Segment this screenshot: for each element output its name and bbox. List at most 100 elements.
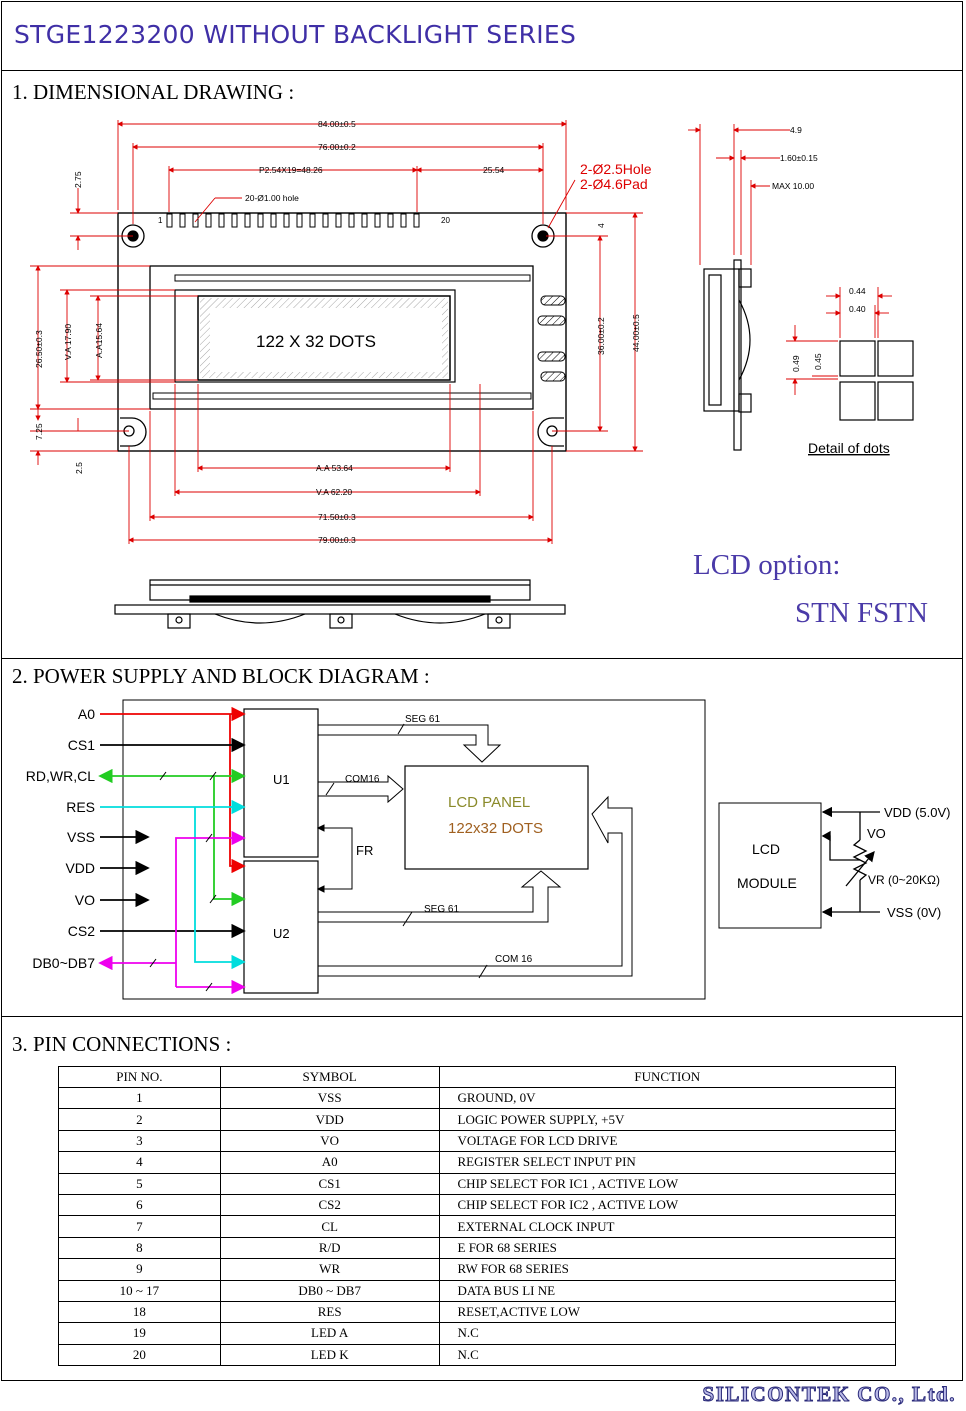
pin-function: RESET,ACTIVE LOW [438,1300,897,1324]
signal-vss: VSS [67,829,95,845]
pcb-outline [117,212,567,452]
pin-no: 10 ~ 17 [58,1279,221,1302]
seg61-top: SEG 61 [405,714,440,725]
mounting-hole [121,224,555,248]
lcd-module-label1: LCD [752,841,780,857]
header-function: FUNCTION [438,1066,897,1088]
u1-label: U1 [273,772,290,787]
block-diagram: A0 CS1 RD,WR,CL RES VSS VDD VO CS2 DB0~D… [26,699,950,1000]
dim-7900: 79.00±0.3 [318,535,356,545]
viewing-area [174,289,456,383]
dim-hole: 20-Ø1.00 hole [245,193,299,203]
vdd-label: VDD (5.0V) [884,805,950,820]
pin-no: 5 [58,1172,221,1195]
pin-function: GROUND, 0V [438,1086,897,1110]
page-title: STGE1223200 WITHOUT BACKLIGHT SERIES [14,20,577,49]
side-profile [703,259,752,451]
pin-function: RW FOR 68 SERIES [438,1258,897,1281]
divider [1,658,963,659]
dim-3600: 36.00±0.2 [596,317,606,355]
detail-label: Detail of dots [808,440,890,456]
lcd-option-label: LCD option: [693,549,841,581]
dim-aa5364: A.A 53.64 [316,463,353,473]
vr-label: VR (0~20KΩ) [868,873,940,887]
active-area [197,295,451,381]
lcd-panel-label: LCD PANEL [448,794,530,811]
pin-no: 20 [58,1343,221,1367]
dim-va1790: V.A 17.90 [63,324,73,360]
bottom-slot [120,417,564,447]
pin-no: 6 [58,1193,221,1217]
pin-20-label: 20 [441,216,450,225]
vo-label: VO [867,826,886,841]
pin-function: REGISTER SELECT INPUT PIN [438,1151,897,1174]
pin-no: 9 [58,1258,221,1281]
pin-symbol: DB0 ~ DB7 [219,1279,440,1302]
lcd-bezel [149,265,534,410]
signal-db: DB0~DB7 [32,955,95,971]
u1-block [243,708,319,858]
dim-25: 2.5 [74,462,84,474]
header-symbol: SYMBOL [219,1066,440,1088]
signal-vo: VO [75,892,95,908]
dim-160: 1.60±0.15 [780,153,818,163]
pin-function: N.C [438,1322,897,1345]
dim-76: 76.00±0.2 [318,142,356,152]
bottom-view [114,579,566,629]
pin-row [166,213,420,228]
pin-function: E FOR 68 SERIES [438,1236,897,1260]
signal-vdd: VDD [65,860,95,876]
pin-function: N.C [438,1343,897,1367]
dim-725: 7.25 [34,423,44,440]
dim-49: 4.9 [790,125,802,135]
pin-function: CHIP SELECT FOR IC1 , ACTIVE LOW [438,1172,897,1195]
dim-045: 0.45 [813,353,823,370]
u2-label: U2 [273,926,290,941]
dim-max: MAX 10.00 [772,181,814,191]
pin-symbol: CL [219,1215,440,1238]
pin-symbol: WR [219,1258,440,1281]
divider [1,70,963,71]
dots-label: 122 X 32 DOTS [256,332,376,351]
dim-84: 84.00±0.5 [318,119,356,129]
lcd-option-value: STN FSTN [795,597,928,629]
pin-symbol: R/D [219,1236,440,1260]
pin-no: 19 [58,1322,221,1345]
pin-symbol: VSS [219,1086,440,1110]
signal-rdwrcl: RD,WR,CL [26,768,95,784]
header-pin-no: PIN NO. [58,1066,221,1088]
lcd-panel-block [404,765,589,870]
com16-bottom: COM 16 [495,954,533,965]
signal-res: RES [66,799,95,815]
u2-block [243,860,319,994]
dim-aa1564: A.A15.64 [94,323,104,358]
pin-function: EXTERNAL CLOCK INPUT [438,1215,897,1238]
signal-cs2: CS2 [68,923,95,939]
lcd-module-block [718,802,822,929]
dim-hole2: 2-Ø2.5Hole [580,161,652,177]
lcd-panel-dots: 122x32 DOTS [448,820,543,837]
dimensional-drawing: 1 20 122 X 32 DOTS [30,119,914,629]
dim-4: 4 [596,223,606,228]
com16-top: COM16 [345,774,380,785]
fr-label: FR [356,843,373,858]
pin-no: 2 [58,1108,221,1131]
table-header-row: PIN NO. SYMBOL FUNCTION [58,1066,897,1088]
dim-pitch: P2.54X19=48.26 [259,165,323,175]
pin-function: CHIP SELECT FOR IC2 , ACTIVE LOW [438,1193,897,1217]
page-frame [1,1,963,1381]
pin-no: 7 [58,1215,221,1238]
signal-a0: A0 [78,706,95,722]
signal-cs1: CS1 [68,737,95,753]
pin-function: DATA BUS LI NE [438,1279,897,1302]
dim-2554: 25.54 [483,165,505,175]
pin-function: LOGIC POWER SUPPLY, +5V [438,1108,897,1131]
